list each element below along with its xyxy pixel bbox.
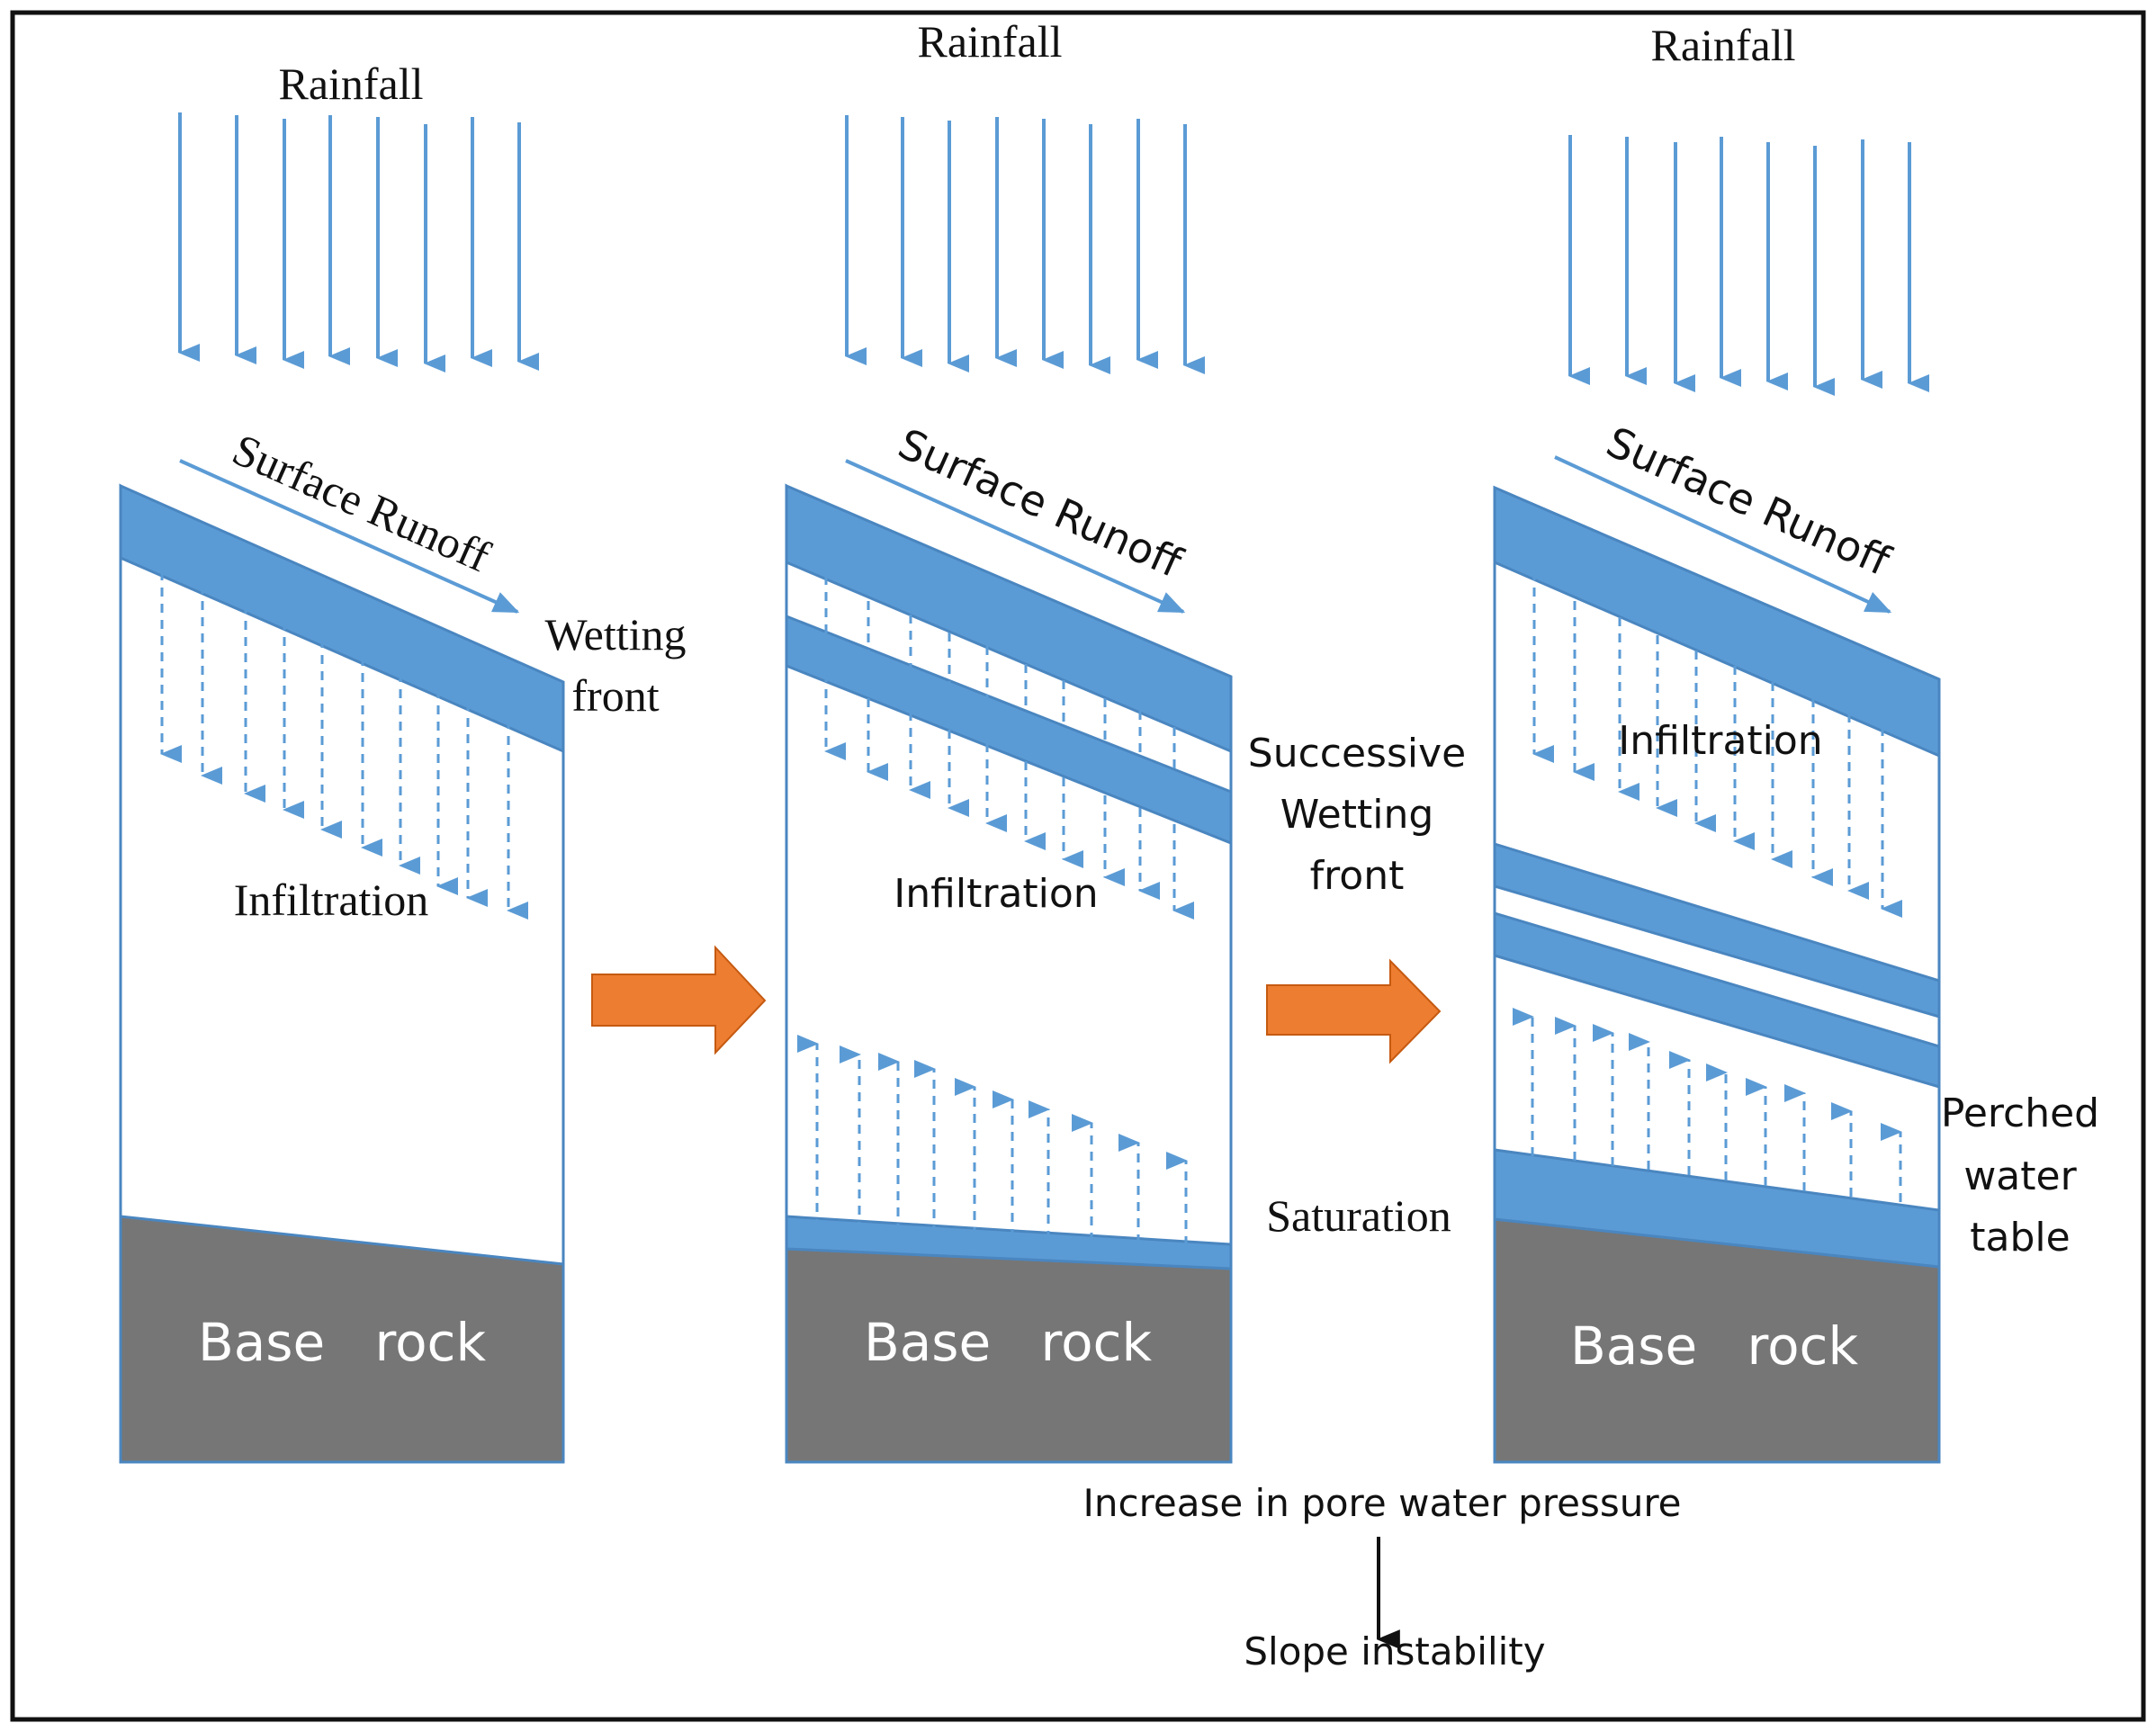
infiltration-label: Infiltration (894, 871, 1098, 917)
base-rock-label: Base rock (864, 1312, 1152, 1373)
perched-water-label-line1: Perched (1941, 1090, 2099, 1136)
successive-wetting-label-line2: Wetting (1280, 792, 1434, 838)
base-rock (119, 1215, 565, 1464)
wetting-front-label-line1: Wetting (544, 609, 686, 660)
saturation-label: Saturation (1266, 1190, 1451, 1241)
successive-wetting-band (785, 614, 1233, 846)
figure-border (10, 10, 2146, 1722)
wetting-front-band (785, 483, 1233, 754)
infiltration-label: Infiltration (1618, 718, 1822, 764)
surface-runoff-arrow (845, 459, 1186, 614)
transition-arrow-1 (591, 945, 767, 1055)
infiltration-arrows (160, 571, 528, 920)
rising-water-arrows (1513, 1008, 1902, 1202)
panel-successive: Rainfall Base rock Surface Runoff (785, 16, 1466, 1464)
infiltration-arrows (824, 576, 1194, 920)
rainfall-arrows (1568, 135, 1929, 396)
surface-runoff-arrow (179, 459, 520, 614)
base-rock-label: Base rock (1570, 1315, 1858, 1377)
successive-wetting-band-1 (1493, 841, 1941, 1019)
slope-instability-label: Slope instability (1244, 1629, 1545, 1674)
perched-water-label-line3: table (1970, 1215, 2070, 1261)
panel-initial: Rainfall Base rock Surface Runoff Wettin… (119, 58, 687, 1464)
perched-water-label-line2: water (1963, 1153, 2077, 1199)
rainfall-label: Rainfall (278, 58, 423, 109)
base-rock-label: Base rock (198, 1312, 486, 1373)
successive-wetting-label-line3: front (1310, 853, 1405, 899)
rainfall-arrows (845, 115, 1205, 374)
wetting-front-band (119, 483, 565, 754)
perched-water-band (1493, 1148, 1941, 1269)
infiltration-label: Infiltration (234, 875, 429, 925)
pore-pressure-label: Increase in pore water pressure (1082, 1481, 1681, 1525)
transition-arrow-2 (1266, 958, 1442, 1064)
surface-runoff-arrow (1554, 455, 1892, 614)
rainfall-label: Rainfall (1650, 20, 1795, 70)
rainfall-arrows (178, 112, 539, 372)
wetting-front-label-line2: front (571, 670, 659, 721)
infiltration-arrows (1532, 571, 1902, 918)
consequence: Increase in pore water pressure Slope in… (1082, 1481, 1681, 1674)
rainfall-label: Rainfall (917, 16, 1062, 67)
rising-water-arrows (797, 1035, 1188, 1245)
successive-wetting-label-line1: Successive (1248, 731, 1466, 776)
wetting-front-band (1493, 485, 1941, 758)
successive-wetting-band-2 (1493, 911, 1941, 1090)
panel-perched: Rainfall Base rock Surface Runoff (1493, 20, 2099, 1464)
